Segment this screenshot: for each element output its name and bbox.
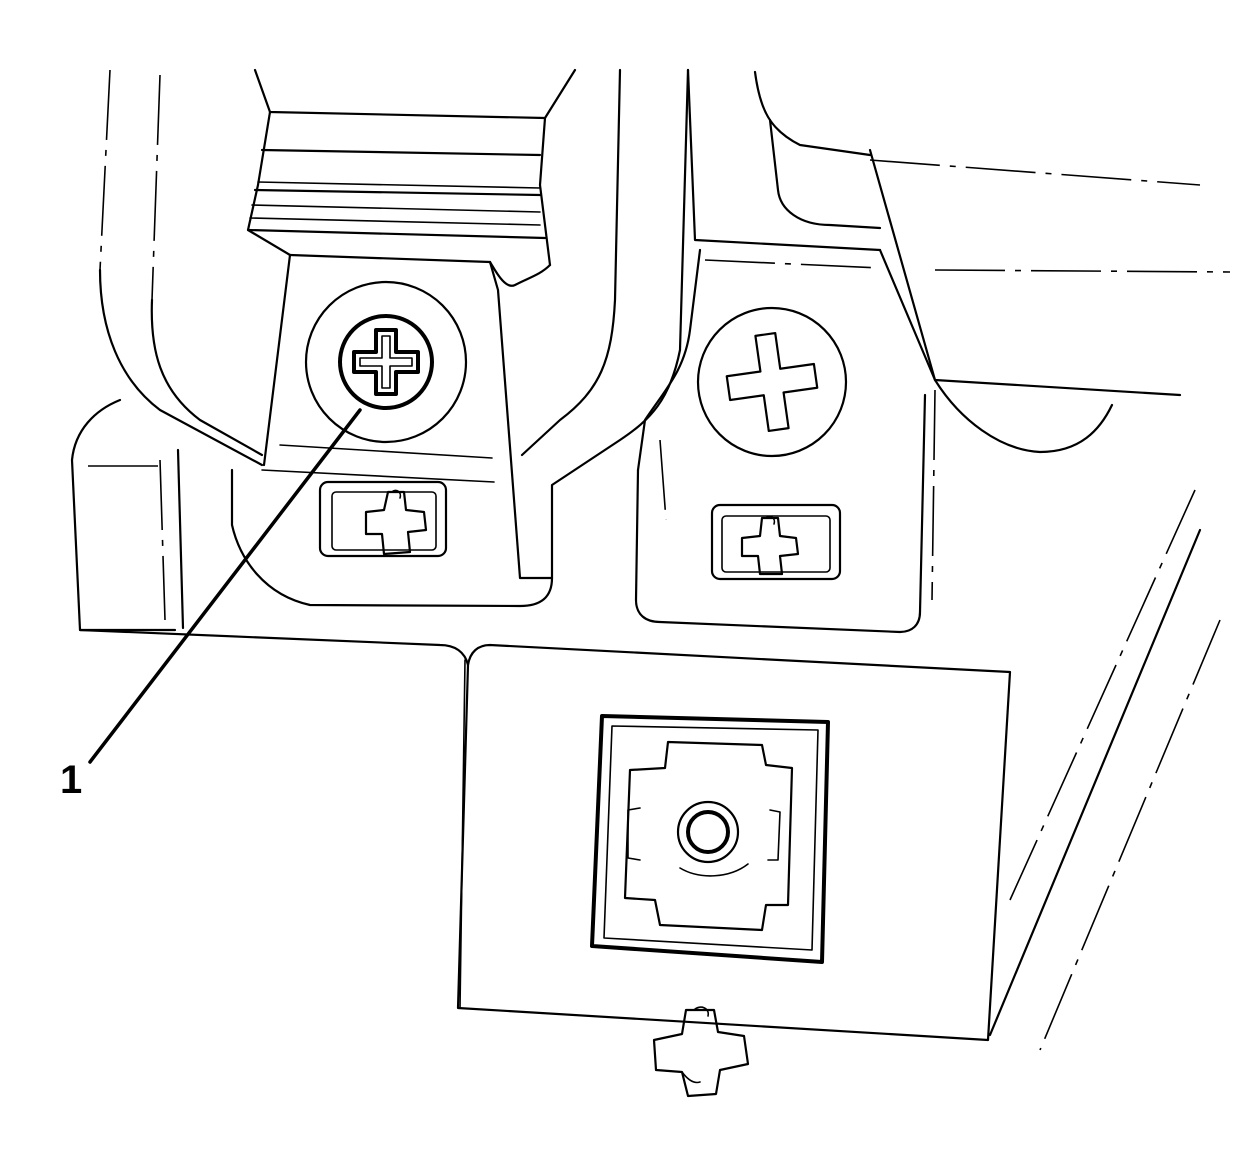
side-panel <box>988 489 1221 1051</box>
top-bracket <box>246 68 690 580</box>
lower-bracket-plate <box>456 643 1012 1042</box>
push-pin-retainer-icon <box>740 515 800 576</box>
push-pin-retainer-icon <box>652 1006 750 1098</box>
clip-nut-icon <box>590 714 830 964</box>
left-screw-pocket <box>230 280 554 608</box>
right-retainer-slot <box>710 503 842 581</box>
right-housing <box>520 68 1231 634</box>
left-housing <box>70 69 470 667</box>
push-pin-retainer-icon <box>364 489 428 556</box>
callout-label: 1 <box>60 758 83 802</box>
callout-leader-line <box>88 408 362 764</box>
phillips-screw-icon <box>338 314 434 410</box>
phillips-screw-icon <box>696 306 848 458</box>
